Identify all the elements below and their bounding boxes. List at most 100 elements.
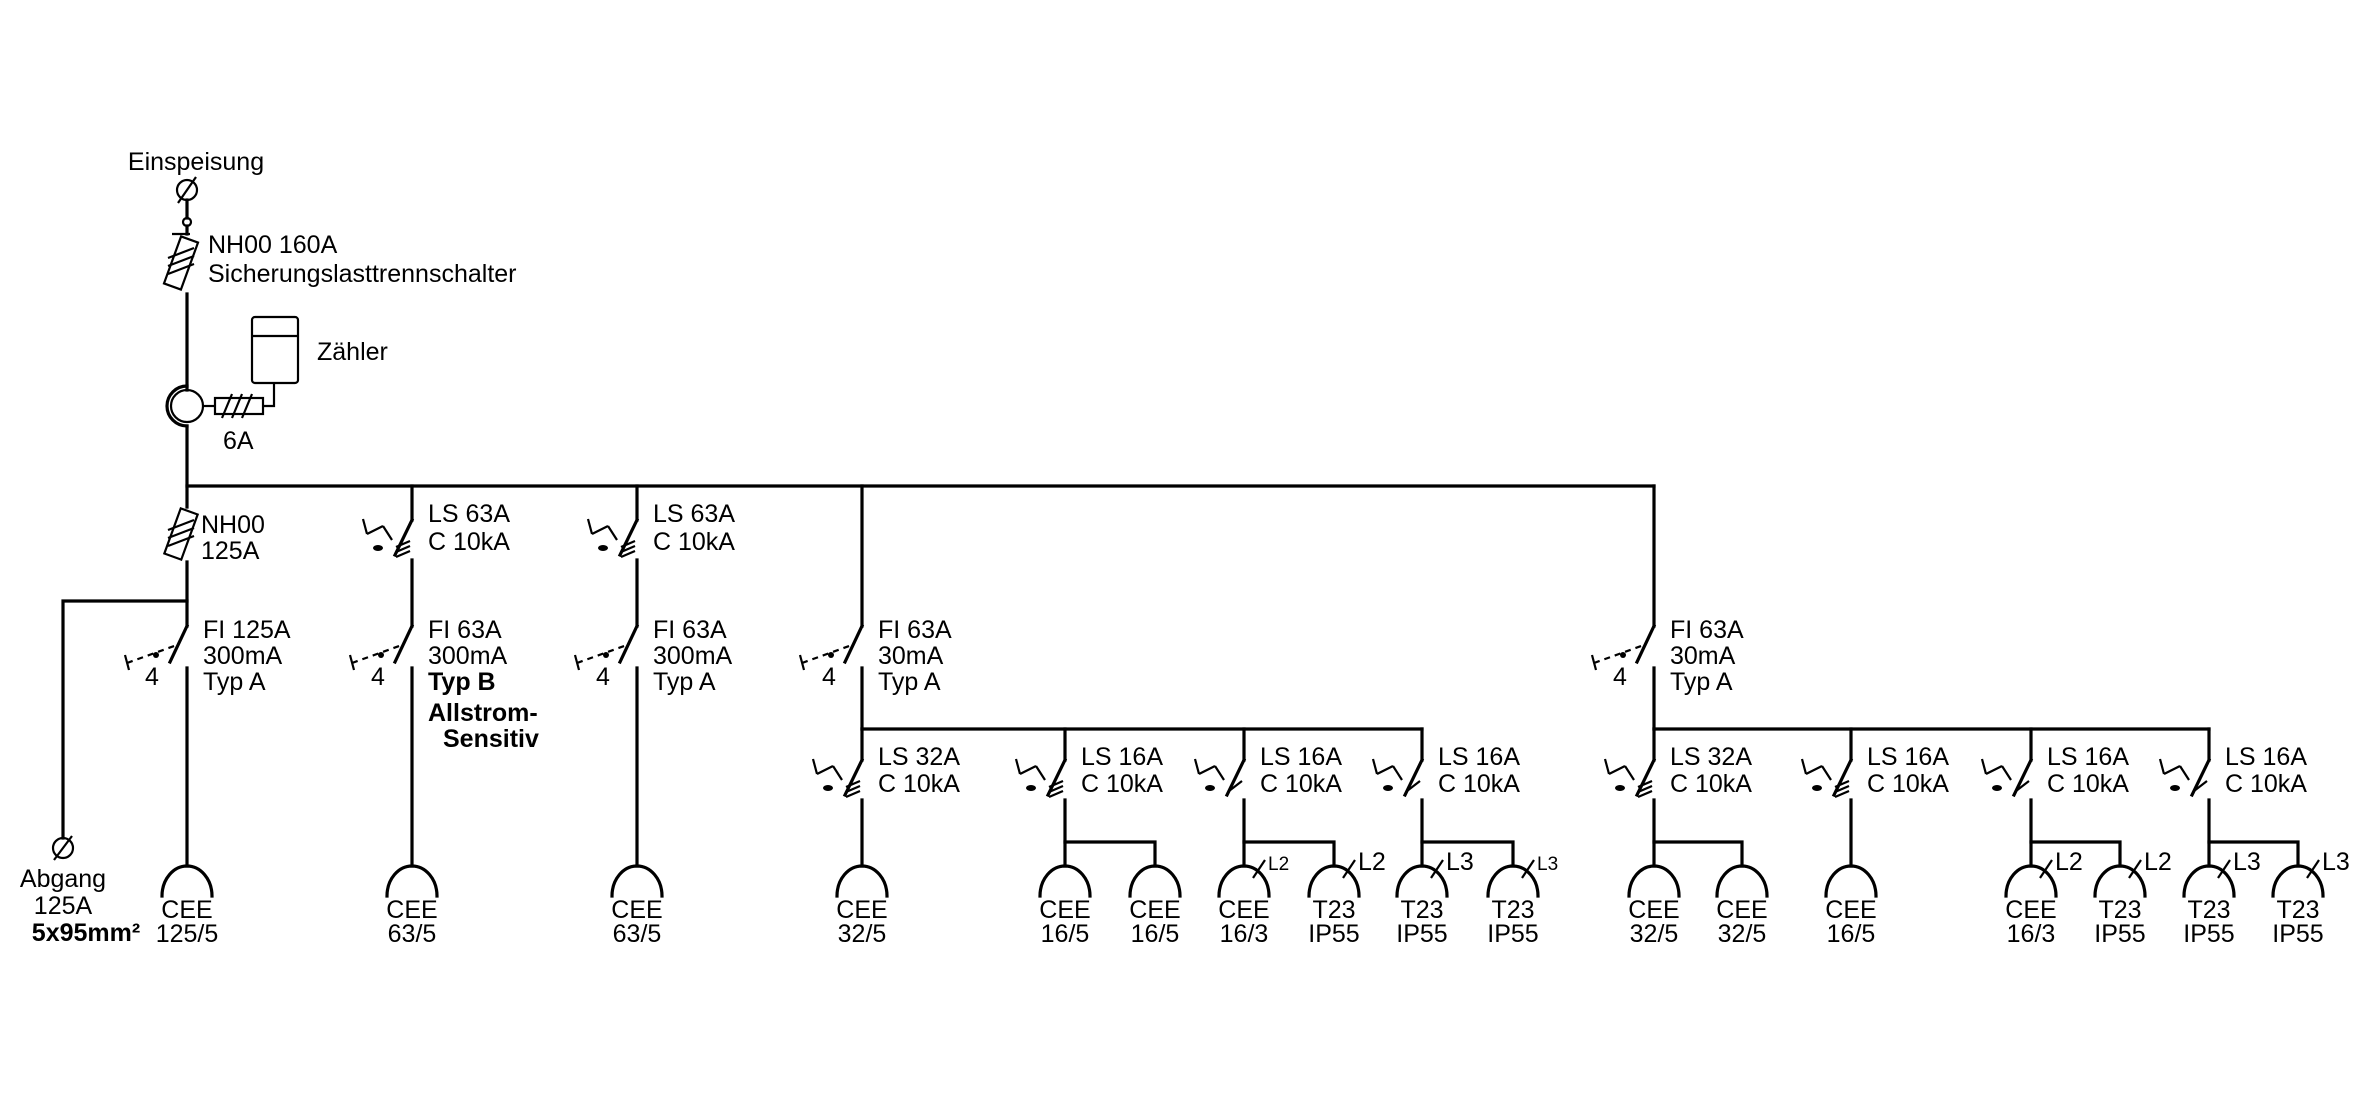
phase-mark-icon xyxy=(2128,859,2142,879)
socket-label-1: CEE xyxy=(611,896,662,924)
mcb-line2: C 10kA xyxy=(1438,770,1520,798)
mcb-icon xyxy=(2158,757,2212,798)
mcb-line1: LS 32A xyxy=(1670,743,1752,771)
socket-icon xyxy=(1217,864,1271,898)
socket-label-1: CEE xyxy=(1039,896,1090,924)
socket-label-2: IP55 xyxy=(1308,920,1359,948)
rcd-poles: 4 xyxy=(371,663,385,691)
meter-wire xyxy=(263,383,276,408)
mcb-line1: LS 16A xyxy=(1867,743,1949,771)
main-switch-line2: Sicherungslasttrennschalter xyxy=(208,260,517,288)
phase-mark-icon xyxy=(1430,859,1444,879)
feeder-63-typ-a: LS 63A C 10kA 4 FI 63A 300mA Typ A CEE 6… xyxy=(573,484,735,948)
feed-label: Einspeisung xyxy=(128,148,264,176)
socket-label-2: IP55 xyxy=(2183,920,2234,948)
abgang-branch: NH00 125A Abgang 125A 5x95mm² 4 FI 125A … xyxy=(20,506,291,948)
phase-tag: L2 xyxy=(2055,848,2083,876)
mcb-16a-branch-3: LS 16A C 10kA L3 T23 IP55 L3 T23 IP55 xyxy=(2158,727,2350,948)
feeder-63-typ-b: LS 63A C 10kA 4 FI 63A 300mA Typ B Allst… xyxy=(348,484,539,948)
abgang-label-2: 125A xyxy=(34,892,93,920)
mcb-16a-branch-1: LS 16A C 10kA CEE 16/5 CEE 16/5 xyxy=(1014,727,1182,948)
rcd-line1: FI 63A xyxy=(878,616,952,644)
meter-icon xyxy=(250,315,300,385)
rcd-icon xyxy=(798,623,865,671)
socket-icon xyxy=(1038,864,1092,898)
mcb-line1: LS 16A xyxy=(1438,743,1520,771)
mcb-line1: LS 63A xyxy=(428,500,510,528)
rcd-line2: 300mA xyxy=(428,642,508,670)
meter-label: Zähler xyxy=(317,338,388,366)
feed-terminal-icon xyxy=(175,176,199,228)
phase-tag: L2 xyxy=(1268,854,1289,875)
socket-label-2: IP55 xyxy=(1396,920,1447,948)
phase-tag: L3 xyxy=(1537,854,1558,875)
socket-icon xyxy=(2271,864,2325,898)
socket-icon xyxy=(1395,864,1449,898)
rcd-line5: Sensitiv xyxy=(443,725,539,753)
socket-label-2: 32/5 xyxy=(1630,920,1679,948)
phase-tag: L3 xyxy=(2233,848,2261,876)
abgang-rcd-line3: Typ A xyxy=(203,668,266,696)
rcd-poles: 4 xyxy=(596,663,610,691)
mcb-line2: C 10kA xyxy=(1670,770,1752,798)
outgoing-terminal-icon xyxy=(51,835,75,861)
socket-icon xyxy=(1307,864,1361,898)
socket-label-2: IP55 xyxy=(2272,920,2323,948)
socket-label-1: T23 xyxy=(2098,896,2141,924)
socket-label-2: IP55 xyxy=(2094,920,2145,948)
rcd-line2: 30mA xyxy=(878,642,944,670)
rcd-icon xyxy=(348,623,415,671)
socket-label-1: T23 xyxy=(1400,896,1443,924)
mcb-icon xyxy=(586,517,640,559)
outgoing-wire xyxy=(61,599,189,840)
rcd-line3: Typ A xyxy=(1670,668,1733,696)
socket-icon xyxy=(2004,864,2058,898)
socket-icon xyxy=(610,864,664,898)
mcb-icon xyxy=(361,517,415,559)
mcb-line1: LS 16A xyxy=(1260,743,1342,771)
mcb-icon xyxy=(1014,757,1068,799)
rcd-line2: 30mA xyxy=(1670,642,1736,670)
rcd-poles: 4 xyxy=(145,663,159,691)
socket-label-1: T23 xyxy=(2276,896,2319,924)
abgang-label-3: 5x95mm² xyxy=(32,919,140,947)
rcd-line4: Allstrom- xyxy=(428,699,538,727)
socket-label-1: CEE xyxy=(386,896,437,924)
phase-mark-icon xyxy=(1521,859,1535,879)
rcd-icon xyxy=(573,623,640,671)
rcd-icon xyxy=(1590,623,1657,671)
rcd-poles: 4 xyxy=(1613,663,1627,691)
socket-label-2: 16/5 xyxy=(1041,920,1090,948)
socket-icon xyxy=(835,864,889,898)
rcd-group-1: 4 FI 63A 30mA Typ A LS 32A C 10kA CEE xyxy=(798,484,1558,948)
mcb-line1: LS 16A xyxy=(1081,743,1163,771)
mcb-line2: C 10kA xyxy=(1867,770,1949,798)
socket-icon xyxy=(2093,864,2147,898)
meter-fuse-icon xyxy=(213,393,265,419)
phase-tag: L3 xyxy=(1446,848,1474,876)
socket-label-1: T23 xyxy=(1491,896,1534,924)
mcb-icon xyxy=(811,757,865,799)
meter-fuse-label: 6A xyxy=(223,427,254,455)
socket-label-1: CEE xyxy=(161,896,212,924)
mcb-32a-branch: LS 32A C 10kA CEE 32/5 xyxy=(811,727,960,948)
socket-icon xyxy=(160,864,214,898)
mcb-line2: C 10kA xyxy=(1260,770,1342,798)
socket-icon xyxy=(1128,864,1182,898)
socket-label-2: 16/5 xyxy=(1827,920,1876,948)
abgang-fuse-line2: 125A xyxy=(201,537,260,565)
socket-label-1: T23 xyxy=(1312,896,1355,924)
mcb-line2: C 10kA xyxy=(878,770,960,798)
mcb-icon xyxy=(1980,757,2034,798)
abgang-label-1: Abgang xyxy=(20,865,106,893)
mcb-line1: LS 16A xyxy=(2225,743,2307,771)
mcb-32a-branch: LS 32A C 10kA CEE 32/5 CEE 32/5 xyxy=(1603,727,1769,948)
phase-mark-icon xyxy=(2039,859,2053,879)
mcb-icon xyxy=(1800,757,1854,799)
feed-section: Einspeisung NH00 160A Sicherungslasttren… xyxy=(128,148,517,509)
socket-label-2: 32/5 xyxy=(1718,920,1767,948)
rcd-line2: 300mA xyxy=(653,642,733,670)
socket-label-2: 125/5 xyxy=(156,920,219,948)
rcd-poles: 4 xyxy=(822,663,836,691)
